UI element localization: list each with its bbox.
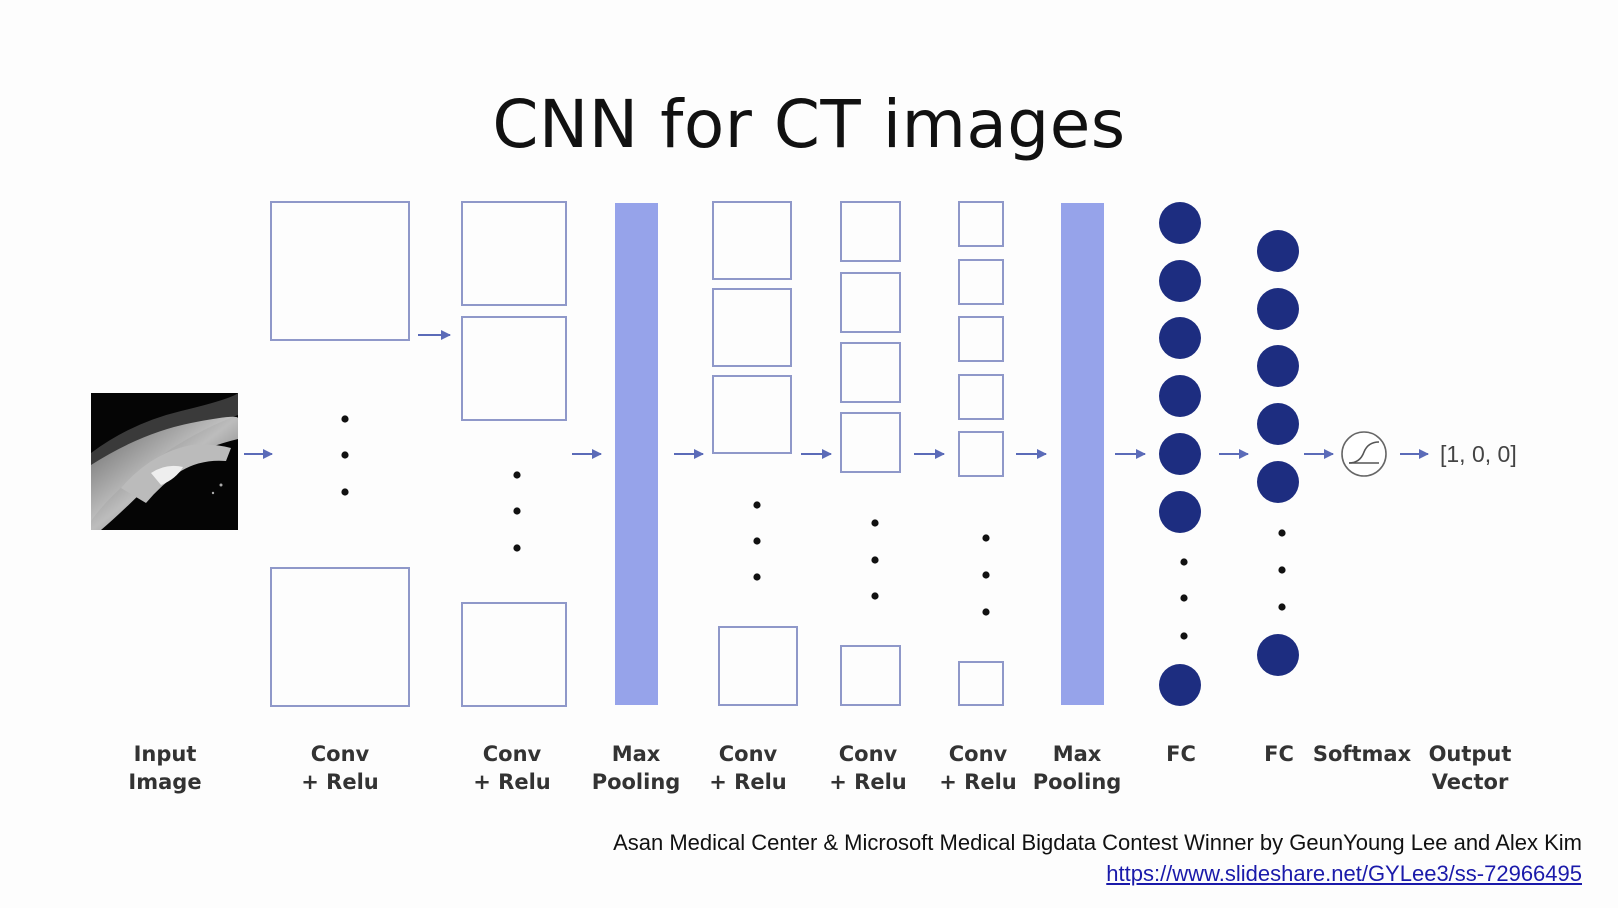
stage-label-softmax: Softmax <box>1312 742 1412 766</box>
feature-map-box <box>270 201 410 341</box>
feature-map-box <box>718 626 798 706</box>
ellipsis-dot <box>753 573 761 581</box>
stage-label-conv-relu-3: Conv + Relu <box>709 742 787 794</box>
ellipsis-dot <box>1278 566 1286 574</box>
ellipsis-dot <box>871 592 879 600</box>
ellipsis-dot <box>341 488 349 496</box>
ellipsis-dot <box>982 571 990 579</box>
ellipsis-dot <box>1180 558 1188 566</box>
ellipsis-dot <box>871 519 879 527</box>
source-link[interactable]: https://www.slideshare.net/GYLee3/ss-729… <box>1106 861 1582 886</box>
feature-map-box <box>840 645 901 706</box>
ellipsis-dot <box>753 501 761 509</box>
credit-text: Asan Medical Center & Microsoft Medical … <box>613 830 1582 855</box>
ellipsis-dot <box>982 534 990 542</box>
fc-neuron <box>1257 345 1299 387</box>
feature-map-box <box>840 272 901 333</box>
stage-label-conv-relu-4: Conv + Relu <box>829 742 907 794</box>
slide-title: CNN for CT images <box>492 86 1126 163</box>
feature-map-box <box>712 288 792 367</box>
fc-neuron <box>1257 403 1299 445</box>
feature-map-box <box>840 412 901 473</box>
fc-neuron <box>1257 288 1299 330</box>
fc-neuron <box>1159 260 1201 302</box>
fc-neuron <box>1159 375 1201 417</box>
max-pooling-bar <box>615 203 658 705</box>
stage-label-conv-relu-1: Conv + Relu <box>301 742 379 794</box>
ellipsis-dot <box>341 415 349 423</box>
feature-map-box <box>958 374 1004 420</box>
max-pooling-bar <box>1061 203 1104 705</box>
fc-neuron <box>1159 491 1201 533</box>
ellipsis-dot <box>1180 632 1188 640</box>
feature-map-box <box>840 342 901 403</box>
stage-label-max-pooling-2: Max Pooling <box>1032 742 1122 794</box>
ellipsis-dot <box>871 556 879 564</box>
ellipsis-dot <box>341 451 349 459</box>
fc-neuron <box>1257 634 1299 676</box>
feature-map-box <box>958 259 1004 305</box>
fc-neuron <box>1257 461 1299 503</box>
stage-label-conv-relu-2: Conv + Relu <box>473 742 551 794</box>
feature-map-box <box>461 602 567 707</box>
ellipsis-dot <box>753 537 761 545</box>
feature-map-box <box>270 567 410 707</box>
feature-map-box <box>958 201 1004 247</box>
stage-label-output-vector: Output Vector <box>1428 742 1512 794</box>
fc-neuron <box>1159 433 1201 475</box>
output-vector-value: [1, 0, 0] <box>1440 441 1517 467</box>
stage-label-max-pooling-1: Max Pooling <box>591 742 681 794</box>
stage-label-fc-1: FC <box>1166 742 1196 766</box>
stage-label-fc-2: FC <box>1264 742 1294 766</box>
feature-map-box <box>958 316 1004 362</box>
stage-label-input-image: Input Image <box>128 742 202 794</box>
ellipsis-dot <box>982 608 990 616</box>
ellipsis-dot <box>513 471 521 479</box>
ellipsis-dot <box>1278 529 1286 537</box>
ellipsis-dot <box>513 507 521 515</box>
feature-map-box <box>840 201 901 262</box>
fc-neuron <box>1159 202 1201 244</box>
feature-map-box <box>712 201 792 280</box>
feature-map-box <box>712 375 792 454</box>
ellipsis-dot <box>1180 594 1188 602</box>
fc-neuron <box>1159 317 1201 359</box>
ellipsis-dot <box>1278 603 1286 611</box>
feature-map-box <box>461 201 567 306</box>
fc-neuron <box>1159 664 1201 706</box>
feature-map-box <box>958 661 1004 706</box>
feature-map-box <box>461 316 567 421</box>
feature-map-box <box>958 431 1004 477</box>
sigmoid-curve <box>1348 441 1380 464</box>
ct-input-image <box>91 393 238 530</box>
fc-neuron <box>1257 230 1299 272</box>
ellipsis-dot <box>513 544 521 552</box>
stage-label-conv-relu-5: Conv + Relu <box>939 742 1017 794</box>
